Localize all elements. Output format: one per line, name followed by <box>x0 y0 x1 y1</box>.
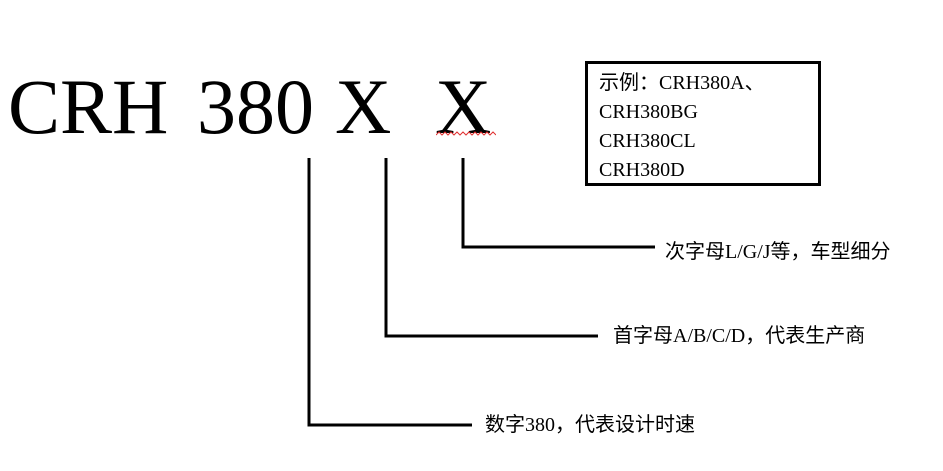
example-box: 示例：CRH380A、 CRH380BG CRH380CL CRH380D <box>585 61 821 186</box>
code-prefix: CRH <box>8 63 169 150</box>
example-line: 示例：CRH380A、 <box>599 72 765 94</box>
description-sub-letter: 次字母L/G/J等，车型细分 <box>665 241 891 263</box>
leader-line-number <box>307 158 472 427</box>
code-second-letter: X <box>435 63 492 150</box>
code-series-number: 380 <box>197 63 314 150</box>
description-number: 数字380，代表设计时速 <box>485 414 695 436</box>
spellcheck-squiggle-path <box>436 131 496 136</box>
spellcheck-squiggle <box>436 131 496 136</box>
example-line: CRH380D <box>599 159 685 181</box>
description-first-letter: 首字母A/B/C/D，代表生产商 <box>613 325 866 347</box>
leader-line-second-letter <box>461 158 655 249</box>
leader-line-first-letter <box>384 158 598 338</box>
example-line: CRH380CL <box>599 130 696 152</box>
example-line: CRH380BG <box>599 101 698 123</box>
code-first-letter: X <box>335 63 392 150</box>
